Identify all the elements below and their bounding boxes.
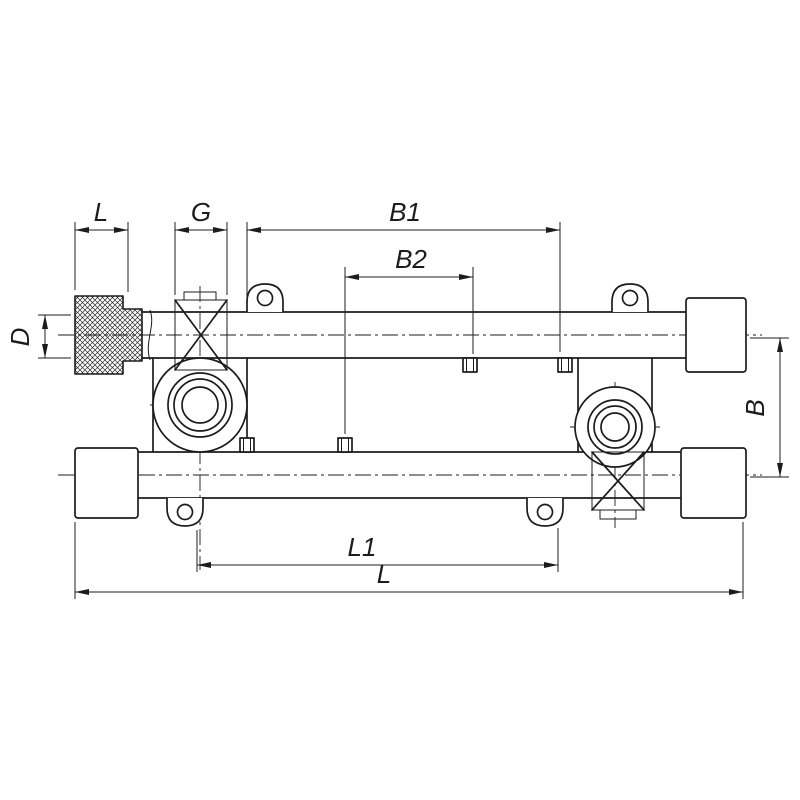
bolt-4 (337, 437, 353, 453)
ear-hole (621, 289, 639, 307)
dim-label-b2: B2 (395, 244, 427, 274)
valve-cross-bottom (591, 451, 645, 520)
dimension-l1: L1 (196, 528, 559, 572)
bolt-1 (462, 357, 478, 373)
dimension-l-fitting: L (74, 197, 129, 292)
end-block-top-right (685, 297, 747, 373)
dimension-d: D (5, 314, 71, 359)
dim-label-l-fitting: L (94, 197, 108, 227)
valve-cross-top (174, 291, 228, 371)
pipe-break-line (147, 309, 153, 361)
mounting-ear-top-1 (246, 283, 284, 312)
dim-label-l1: L1 (348, 532, 377, 562)
dim-label-d: D (5, 328, 35, 347)
threaded-fitting (74, 295, 143, 375)
valve-bonnet (599, 509, 637, 520)
dimension-b1: B1 (246, 197, 561, 352)
mounting-ear-bottom-2 (526, 498, 564, 527)
end-block-bottom-right (680, 447, 747, 519)
ear-hole (536, 503, 554, 521)
dimension-b: B (740, 337, 789, 478)
mounting-ear-top-2 (611, 283, 649, 312)
dim-label-b: B (740, 399, 770, 416)
top-pipe (141, 311, 687, 359)
union-fitting-2 (574, 386, 656, 468)
dimension-b2: B2 (344, 244, 474, 434)
dim-label-g: G (191, 197, 211, 227)
valve-bonnet (183, 291, 217, 301)
dim-label-b1: B1 (389, 197, 421, 227)
dimension-l-total: L (74, 522, 744, 599)
ear-hole (256, 289, 274, 307)
dimension-g: G (174, 197, 228, 295)
bolt-2 (557, 357, 573, 373)
end-block-bottom-left (74, 447, 139, 519)
union-fitting-1 (152, 357, 248, 453)
ear-hole (176, 503, 194, 521)
bolt-3 (239, 437, 255, 453)
mounting-ear-bottom-1 (166, 498, 204, 527)
dim-label-l-total: L (377, 559, 391, 589)
